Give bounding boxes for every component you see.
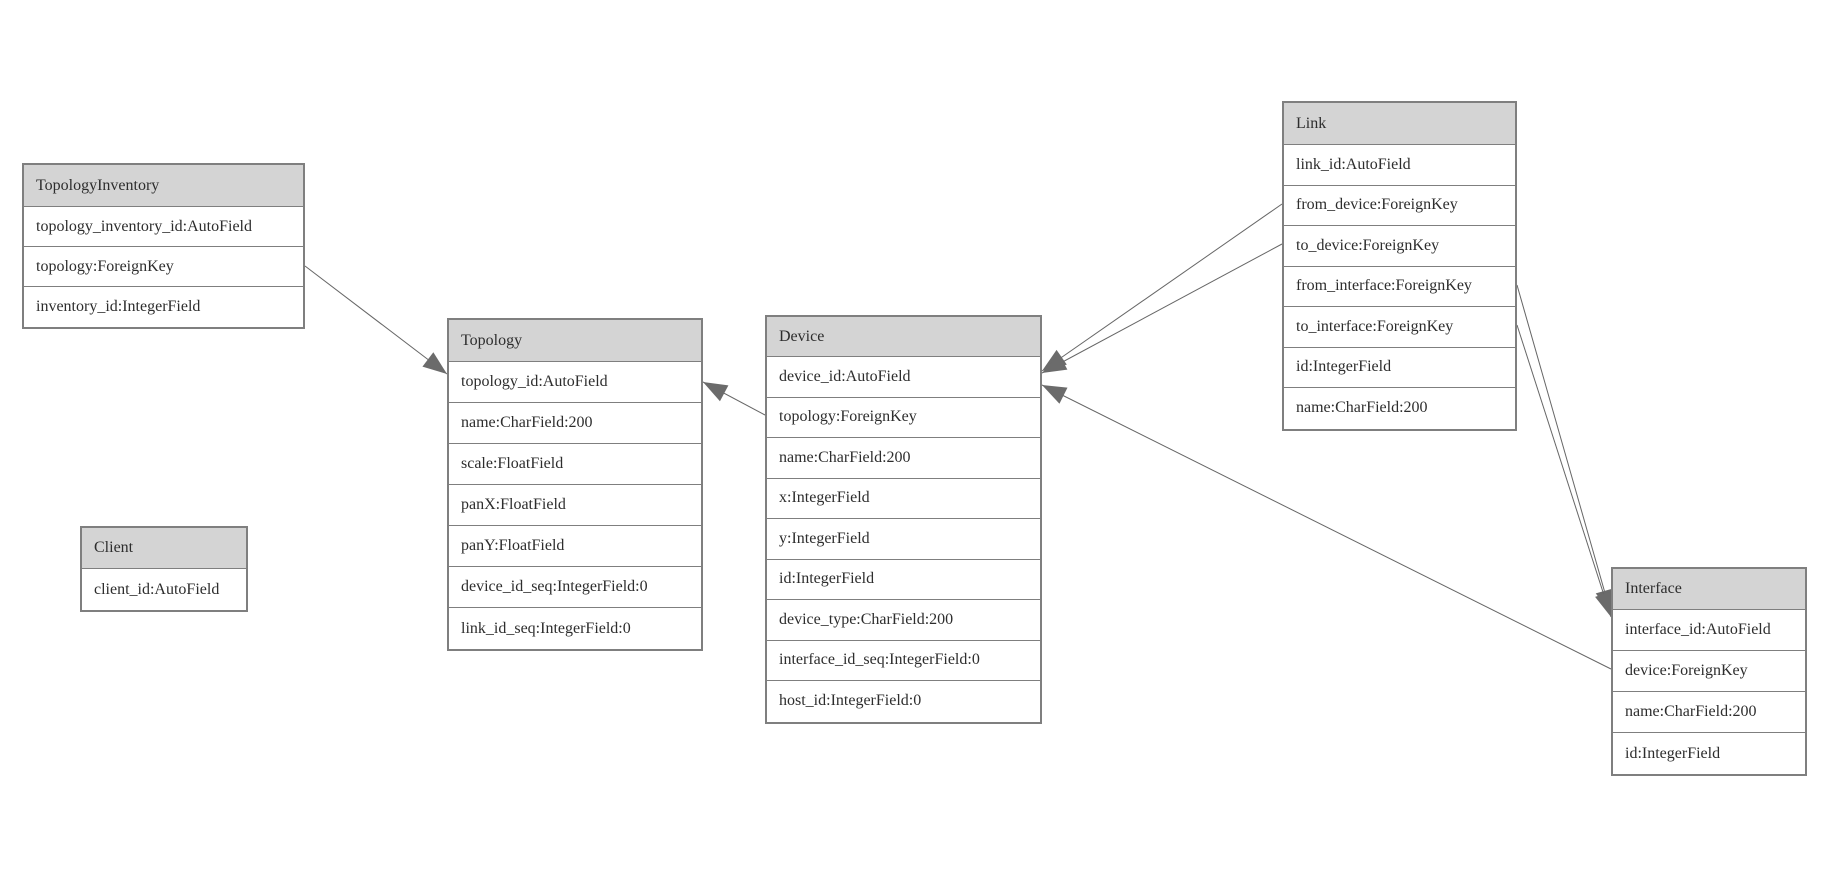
entity-link-field-0: link_id:AutoField	[1284, 145, 1515, 186]
entity-interface-field-0: interface_id:AutoField	[1613, 610, 1805, 651]
entity-interface-field-1: device:ForeignKey	[1613, 651, 1805, 692]
entity-device-field-8: host_id:IntegerField:0	[767, 681, 1040, 722]
entity-device-field-1: topology:ForeignKey	[767, 397, 1040, 438]
entity-device-field-4: y:IntegerField	[767, 519, 1040, 560]
entity-topology-inventory-title: TopologyInventory	[24, 165, 303, 207]
entity-device-field-2: name:CharField:200	[767, 438, 1040, 479]
entity-topology-inventory-field-1: topology:ForeignKey	[24, 247, 303, 287]
entity-link-field-6: name:CharField:200	[1284, 388, 1515, 429]
edge-link-from_interface-to-interface	[1516, 284, 1614, 615]
entity-device-field-0: device_id:AutoField	[767, 357, 1040, 398]
entity-link-field-5: id:IntegerField	[1284, 347, 1515, 388]
edge-topologyinventory-topology-to-topology	[304, 265, 448, 375]
entity-client-title: Client	[82, 528, 246, 569]
entity-topology-field-2: scale:FloatField	[449, 444, 701, 485]
entity-link-field-1: from_device:ForeignKey	[1284, 185, 1515, 226]
entity-link-field-3: from_interface:ForeignKey	[1284, 266, 1515, 307]
entity-link-title: Link	[1284, 103, 1515, 145]
entity-link-field-2: to_device:ForeignKey	[1284, 226, 1515, 267]
entity-device-field-5: id:IntegerField	[767, 559, 1040, 600]
entity-topology-inventory-field-2: inventory_id:IntegerField	[24, 287, 303, 327]
edge-link-to_device-to-device	[1041, 243, 1283, 374]
edge-link-from_device-to-device	[1041, 203, 1283, 372]
entity-device-field-3: x:IntegerField	[767, 478, 1040, 519]
edge-device-topology-to-topology	[702, 381, 766, 416]
entity-link-field-4: to_interface:ForeignKey	[1284, 307, 1515, 348]
edge-link-to_interface-to-interface	[1516, 324, 1613, 618]
entity-topology-inventory-field-0: topology_inventory_id:AutoField	[24, 207, 303, 247]
entity-interface-field-3: id:IntegerField	[1613, 733, 1805, 774]
entity-topology-field-6: link_id_seq:IntegerField:0	[449, 608, 701, 649]
entity-interface-field-2: name:CharField:200	[1613, 692, 1805, 733]
entity-device-field-7: interface_id_seq:IntegerField:0	[767, 640, 1040, 681]
entity-topology-field-0: topology_id:AutoField	[449, 362, 701, 403]
entity-device-field-6: device_type:CharField:200	[767, 600, 1040, 641]
entity-topology-title: Topology	[449, 320, 701, 362]
entity-topology-field-3: panX:FloatField	[449, 485, 701, 526]
entity-topology-field-4: panY:FloatField	[449, 526, 701, 567]
entity-topology-field-5: device_id_seq:IntegerField:0	[449, 567, 701, 608]
entity-device-title: Device	[767, 317, 1040, 357]
entity-client-field-0: client_id:AutoField	[82, 569, 246, 610]
entity-topology-field-1: name:CharField:200	[449, 403, 701, 444]
entity-interface-title: Interface	[1613, 569, 1805, 610]
